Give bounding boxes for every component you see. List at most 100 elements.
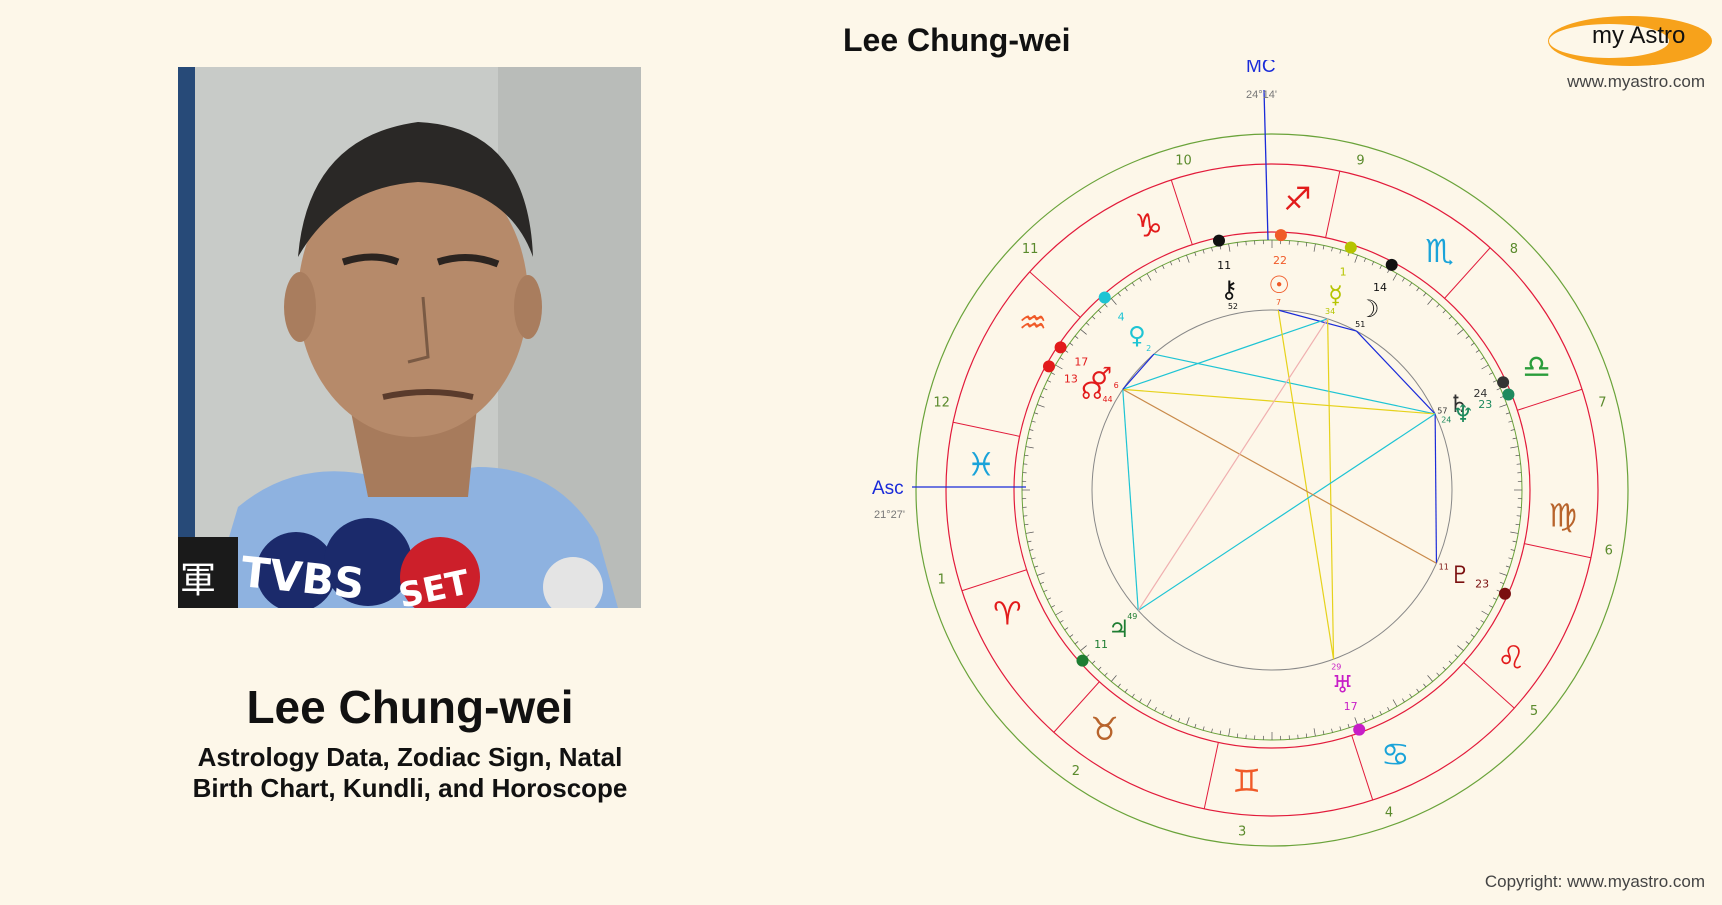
degree-tick (1098, 310, 1101, 313)
planet-glyph-moon[interactable]: ☽ (1358, 295, 1380, 323)
degree-tick (1443, 310, 1446, 313)
degree-tick (1060, 620, 1063, 622)
degree-tick (1410, 694, 1412, 697)
planet-marker-venus[interactable] (1099, 292, 1111, 304)
planet-glyph-venus[interactable]: ♀ (1128, 322, 1146, 350)
degree-tick (1516, 455, 1520, 456)
degree-tick (1457, 646, 1463, 651)
degree-tick (1348, 724, 1349, 728)
house-number: 1 (938, 573, 946, 588)
house-number: 2 (1072, 764, 1080, 779)
sign-glyph-sagittarius: ♐ (1283, 180, 1312, 218)
degree-tick (1417, 689, 1419, 692)
house-number: 9 (1356, 154, 1364, 169)
sign-glyph-capricorn: ♑ (1134, 206, 1163, 244)
degree-tick (1499, 404, 1507, 407)
degree-tick (1047, 380, 1051, 382)
planet-marker-pluto[interactable] (1499, 588, 1511, 600)
planet-marker-mars[interactable] (1055, 341, 1067, 353)
degree-tick (1306, 734, 1307, 738)
degree-tick (1044, 388, 1048, 390)
degree-tick (1044, 590, 1048, 592)
house-number: 8 (1510, 242, 1518, 257)
planet-marker-moon[interactable] (1386, 259, 1398, 271)
degree-tick (1323, 245, 1324, 249)
planet-marker-saturn[interactable] (1497, 376, 1509, 388)
planet-marker-node[interactable] (1043, 360, 1055, 372)
planet-glyph-neptune[interactable]: ♆ (1452, 400, 1474, 428)
sign-divider (962, 570, 1027, 591)
degree-tick (1237, 734, 1238, 738)
degree-tick (1051, 373, 1055, 375)
degree-tick (1147, 700, 1151, 707)
degree-tick (1140, 278, 1142, 281)
planet-marker-sun[interactable] (1275, 229, 1287, 241)
aspect-line (1435, 414, 1436, 563)
house-number: 7 (1598, 395, 1606, 410)
sign-divider (953, 422, 1020, 436)
planet-degree: 13 (1064, 372, 1078, 385)
degree-tick (1118, 293, 1120, 296)
planet-minute: 2 (1146, 344, 1151, 353)
degree-tick (1510, 532, 1518, 533)
planet-glyph-mercury[interactable]: ☿ (1328, 281, 1343, 309)
planet-glyph-pluto[interactable]: ♇ (1449, 561, 1471, 589)
degree-tick (1070, 343, 1073, 345)
degree-tick (1355, 255, 1358, 263)
degree-tick (1387, 707, 1389, 711)
logo-text[interactable]: my Astro (1592, 22, 1685, 50)
degree-tick (1455, 323, 1458, 326)
degree-tick (1332, 247, 1333, 251)
degree-tick (1070, 635, 1073, 637)
degree-tick (1195, 252, 1196, 256)
planet-marker-uranus[interactable] (1353, 724, 1365, 736)
planet-glyph-node[interactable]: ☊ (1081, 377, 1102, 405)
degree-tick (1027, 438, 1031, 439)
mic-flag-left: 軍 (180, 560, 216, 601)
sign-divider (1524, 544, 1591, 558)
degree-tick (1364, 258, 1365, 262)
sign-divider (1326, 171, 1340, 238)
degree-tick (1075, 336, 1078, 338)
degree-tick (1493, 598, 1497, 600)
degree-tick (1471, 635, 1474, 637)
aspect-ring (1092, 310, 1452, 670)
degree-tick (1402, 699, 1404, 702)
sign-divider (1517, 389, 1582, 410)
planet-degree: 11 (1094, 638, 1108, 651)
degree-tick (1476, 350, 1479, 352)
house-number: 4 (1385, 805, 1393, 820)
degree-tick (1466, 641, 1469, 643)
planet-glyph-sun[interactable]: ☉ (1268, 271, 1290, 299)
planet-degree: 11 (1217, 259, 1231, 272)
degree-tick (1032, 558, 1036, 559)
degree-tick (1506, 566, 1510, 567)
degree-tick (1237, 242, 1238, 246)
aspect-line (1123, 389, 1138, 610)
degree-tick (1026, 532, 1034, 533)
planet-marker-jupiter[interactable] (1076, 655, 1088, 667)
degree-tick (1055, 365, 1062, 369)
degree-tick (1037, 404, 1045, 407)
degree-tick (1508, 558, 1512, 559)
house-number: 10 (1175, 154, 1192, 169)
planet-glyph-chiron[interactable]: ⚷ (1220, 276, 1238, 304)
degree-tick (1229, 244, 1230, 252)
degree-tick (1364, 718, 1365, 722)
degree-tick (1457, 329, 1463, 334)
planet-marker-neptune[interactable] (1502, 388, 1514, 400)
degree-tick (1080, 646, 1086, 651)
mc-degree: 24°14' (1246, 89, 1277, 101)
degree-tick (1355, 717, 1358, 725)
planet-marker-mercury[interactable] (1345, 241, 1357, 253)
degree-tick (1323, 731, 1324, 735)
degree-tick (1482, 611, 1489, 615)
degree-tick (1481, 358, 1484, 360)
planet-glyph-uranus[interactable]: ♅ (1332, 671, 1354, 699)
planet-marker-chiron[interactable] (1213, 235, 1225, 247)
degree-tick (1516, 524, 1520, 525)
sign-glyph-scorpio: ♏ (1425, 232, 1454, 270)
planet-degree: 17 (1344, 700, 1358, 713)
degree-tick (1212, 247, 1213, 251)
